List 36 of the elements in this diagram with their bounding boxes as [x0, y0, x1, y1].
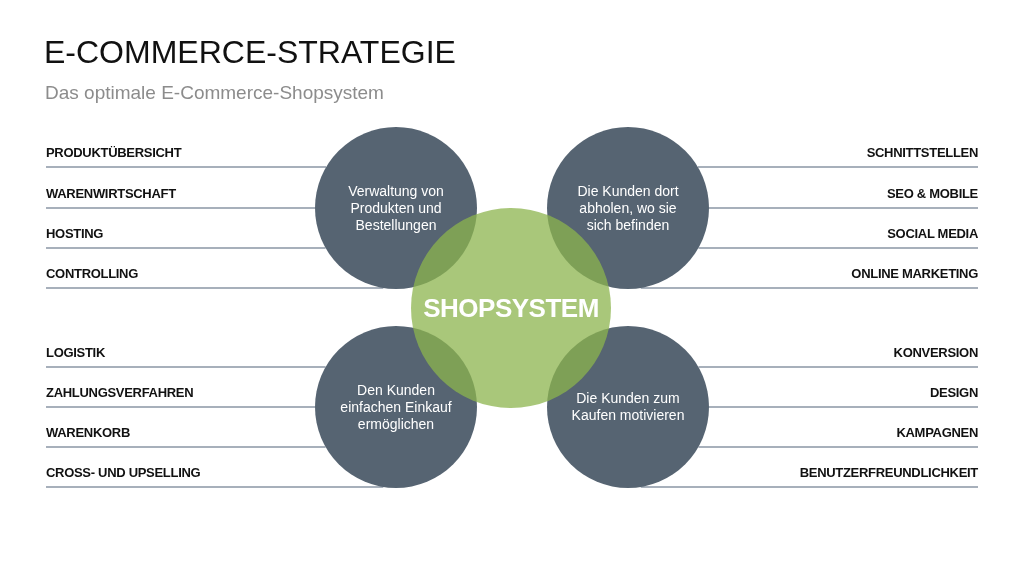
category-label: DESIGN	[929, 385, 978, 407]
category-label: LOGISTIK	[46, 345, 105, 367]
connector-line	[45, 486, 385, 488]
category-label: CONTROLLING	[46, 266, 139, 288]
category-label: SEO & MOBILE	[886, 186, 978, 208]
subtitle: Das optimale E-Commerce-Shopsystem	[45, 82, 384, 104]
connector-line	[45, 247, 327, 249]
topic-circle: Den Kunden einfachen Einkauf ermöglichen	[315, 326, 477, 488]
connector-line	[708, 207, 979, 209]
category-label: KONVERSION	[893, 345, 978, 367]
category-label: ZAHLUNGSVERFAHREN	[46, 385, 194, 407]
connector-line	[697, 166, 979, 168]
connector-line	[45, 446, 327, 448]
category-label: SCHNITTSTELLEN	[866, 145, 978, 167]
category-label: HOSTING	[46, 226, 104, 248]
connector-line	[45, 406, 316, 408]
connector-line	[45, 166, 327, 168]
connector-line	[45, 366, 327, 368]
page-title: E-COMMERCE-STRATEGIE	[44, 34, 456, 70]
category-label: ONLINE MARKETING	[851, 266, 978, 288]
connector-line	[639, 287, 979, 289]
category-label: CROSS- UND UPSELLING	[46, 465, 201, 487]
connector-line	[639, 486, 979, 488]
category-label: PRODUKTÜBERSICHT	[46, 145, 182, 167]
topic-circle: Die Kunden zum Kaufen motivieren	[547, 326, 709, 488]
category-label: SOCIAL MEDIA	[887, 226, 978, 248]
connector-line	[708, 406, 979, 408]
category-label: KAMPAGNEN	[896, 425, 978, 447]
category-label: WARENWIRTSCHAFT	[46, 186, 176, 208]
connector-line	[45, 287, 385, 289]
connector-line	[697, 247, 979, 249]
connector-line	[697, 446, 979, 448]
category-label: WARENKORB	[46, 425, 130, 447]
connector-line	[697, 366, 979, 368]
category-label: BENUTZERFREUNDLICHKEIT	[799, 465, 978, 487]
connector-line	[45, 207, 316, 209]
